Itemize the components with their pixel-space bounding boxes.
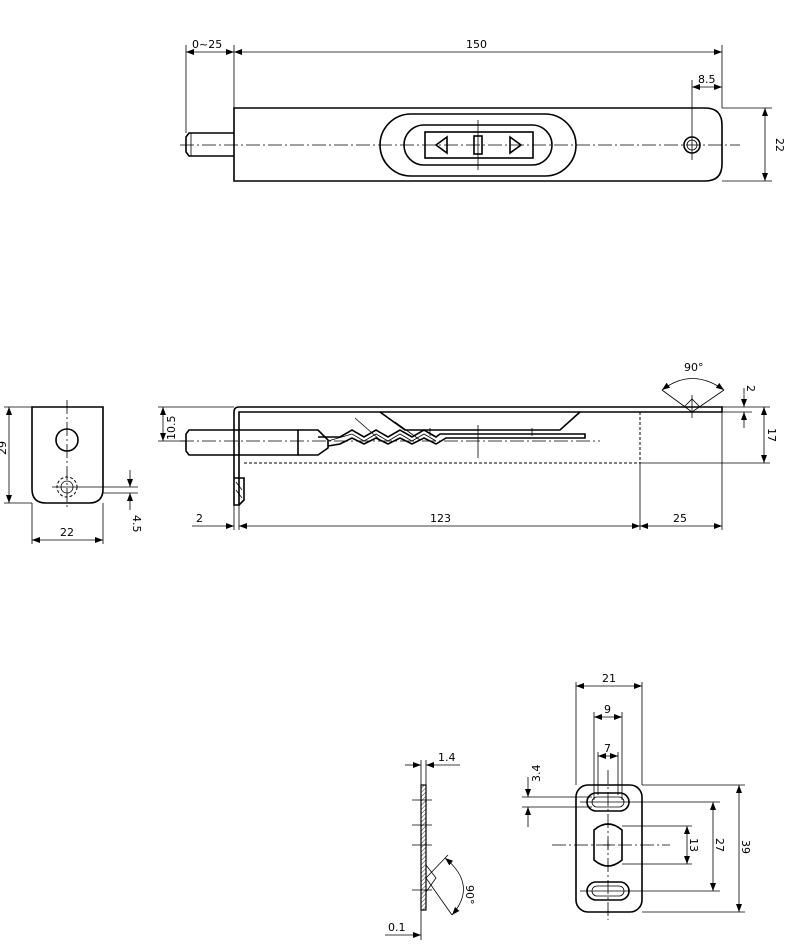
- dim-strike-offset: 0.1: [388, 921, 406, 934]
- dim-strike-angle: 90°: [463, 885, 476, 905]
- dim-length-b: 25: [673, 512, 687, 525]
- dim-width: 22: [773, 138, 786, 152]
- dim-stroke-range: 0~25: [192, 38, 222, 51]
- end-plate-outline: [31, 406, 104, 504]
- dim-hole-offset: 8.5: [698, 73, 716, 86]
- side-view: 90° 2 17 10.5 2 123 25: [158, 361, 778, 530]
- slider-slot-outer: [379, 113, 577, 177]
- dim-countersink-angle: 90°: [684, 361, 704, 374]
- strike-side-view: 1.4 0.1 90°: [385, 751, 476, 940]
- dim-end-hole-offset: 4.5: [130, 515, 143, 533]
- top-view: 0~25 150 8.5 22: [180, 38, 786, 182]
- dim-side-height: 17: [765, 428, 778, 442]
- spring: [318, 429, 586, 447]
- arrow-left-icon: [434, 135, 448, 155]
- side-plate-outline: [233, 406, 723, 506]
- strike-center-opening: [593, 823, 623, 867]
- strike-plate-outline: [575, 784, 643, 913]
- dim-total-length: 150: [466, 38, 487, 51]
- strike-plate-section: [420, 784, 427, 911]
- dim-pin-height: 10.5: [165, 416, 178, 441]
- dim-strike-height: 39: [739, 840, 752, 854]
- dim-plate-thickness: 2: [744, 385, 757, 392]
- dim-end-height: 29: [0, 441, 9, 455]
- bolt-pin: [185, 132, 234, 157]
- end-view: 29 22 4.5: [0, 400, 143, 544]
- dim-wall-thickness: 2: [196, 512, 203, 525]
- dim-strike-width: 21: [602, 672, 616, 685]
- bolt-body-outline: [233, 107, 723, 182]
- dim-length-a: 123: [430, 512, 451, 525]
- dim-slot-length: 9: [604, 703, 611, 716]
- dim-strike-thickness: 1.4: [438, 751, 456, 764]
- strike-front-view: 21 9 7 3.4 13 27 39: [522, 672, 752, 920]
- dim-slot-width: 7: [604, 742, 611, 755]
- arrow-right-icon: [509, 135, 523, 155]
- dim-slot-height: 3.4: [530, 765, 543, 783]
- slider-knob: [424, 131, 534, 159]
- dim-end-width: 22: [60, 526, 74, 539]
- side-bolt-pin: [185, 429, 234, 456]
- dim-hole-spacing: 27: [713, 838, 726, 852]
- dim-center-opening: 13: [687, 838, 700, 852]
